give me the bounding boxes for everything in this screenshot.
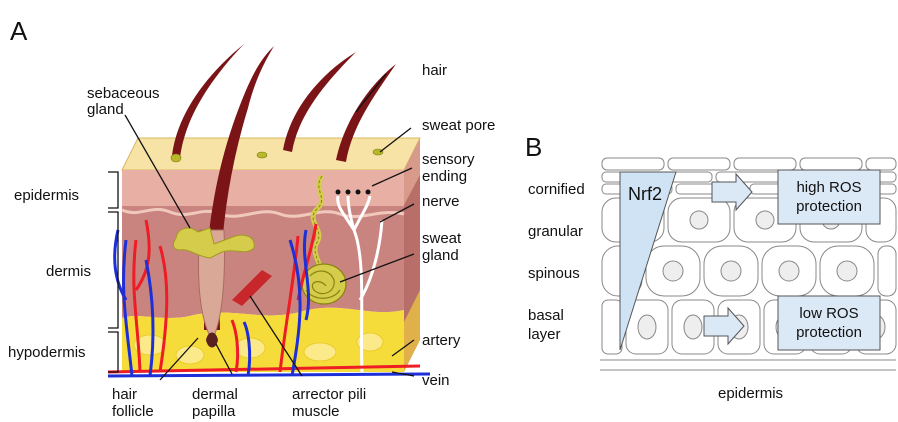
sensory-ending-label-1: sensory [422,151,475,168]
artery-label: artery [422,332,461,349]
basal-label-2: layer [528,326,561,343]
arrector-pili-label-2: muscle [292,403,340,420]
low-ros-line-1: low ROS [799,305,858,322]
high-ros-line-2: protection [796,198,862,215]
sebaceous-gland-label-1: sebaceous [87,85,160,102]
dermal-papilla-label-2: papilla [192,403,236,420]
granular-label: granular [528,223,583,240]
spinous-label: spinous [528,265,580,282]
hair-follicle-label-2: follicle [112,403,154,420]
nerve-label: nerve [422,193,460,210]
dermal-papilla-label-1: dermal [192,386,238,403]
epidermis-layer [122,170,404,206]
hair-follicle-label-1: hair [112,386,137,403]
low-ros-line-2: protection [796,324,862,341]
sensory-ending-label-2: ending [422,168,467,185]
hypodermis-label: hypodermis [8,344,86,361]
sweat-pore-label: sweat pore [422,117,495,134]
hair-label: hair [422,62,447,79]
panel-a-letter: A [10,16,28,46]
epidermis-footer: epidermis [718,385,783,402]
vein-label: vein [422,372,450,389]
sebaceous-gland-label-2: gland [87,101,124,118]
panel-b-letter: B [525,132,542,162]
arrector-pili-label-1: arrector pili [292,386,366,403]
skin-block [122,138,420,372]
epidermis-label: epidermis [14,187,79,204]
cornified-label: cornified [528,181,585,198]
dermis-label: dermis [46,263,91,280]
sweat-gland-label-2: gland [422,247,459,264]
high-ros-line-1: high ROS [796,179,861,196]
basal-label-1: basal [528,307,564,324]
nrf2-label: Nrf2 [628,184,662,204]
sweat-gland-label-1: sweat [422,230,462,247]
